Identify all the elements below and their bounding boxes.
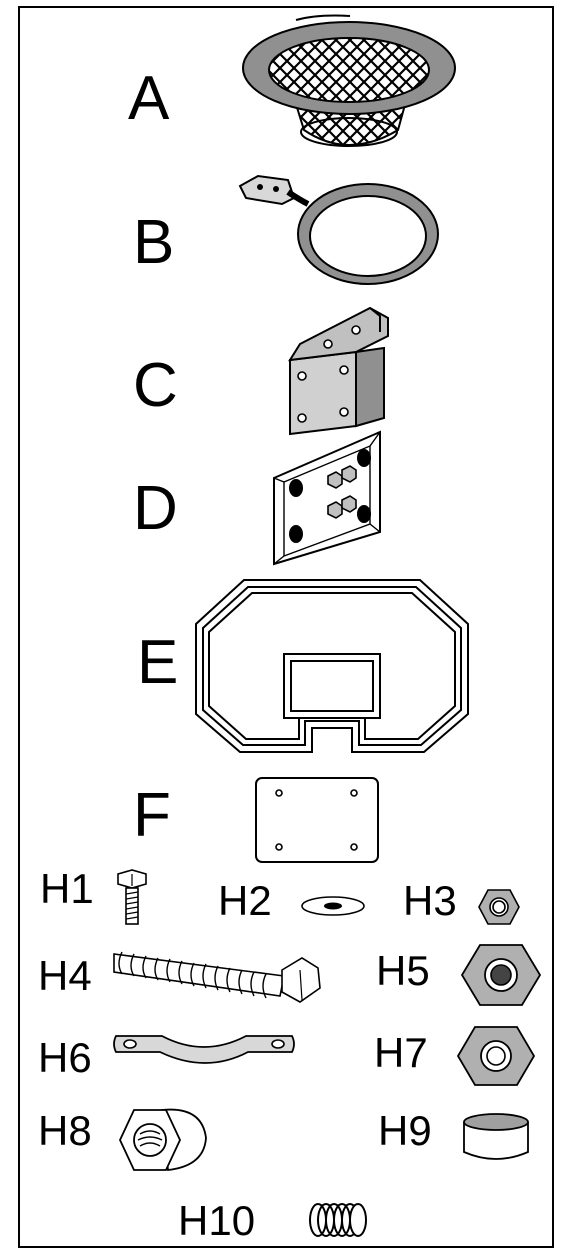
bracket-plate-icon — [284, 300, 394, 440]
hardware-label-h7: H7 — [374, 1032, 428, 1074]
hardware-label-h3: H3 — [403, 880, 457, 922]
cap-nut-icon — [118, 1104, 210, 1174]
part-label-a: A — [128, 68, 169, 130]
hardware-label-h1: H1 — [40, 868, 94, 910]
spring-icon — [306, 1200, 370, 1240]
hardware-label-h4: H4 — [38, 955, 92, 997]
hardware-label-h10: H10 — [178, 1200, 255, 1242]
hardware-label-h2: H2 — [218, 880, 272, 922]
hardware-label-h5: H5 — [376, 950, 430, 992]
hardware-label-h6: H6 — [38, 1037, 92, 1079]
part-label-c: C — [133, 355, 178, 417]
part-label-f: F — [133, 785, 171, 847]
end-cap-icon — [460, 1112, 532, 1164]
backboard-icon — [194, 578, 470, 756]
part-label-e: E — [137, 632, 178, 694]
bolt-icon — [112, 868, 152, 926]
part-label-d: D — [133, 478, 178, 540]
strap-clamp-icon — [112, 1030, 298, 1076]
net-basket-icon — [238, 12, 460, 160]
flat-plate-icon — [254, 776, 380, 864]
hex-nut-icon — [456, 1024, 536, 1088]
mounting-plate-icon — [270, 428, 400, 566]
long-bolt-icon — [110, 946, 324, 1008]
part-label-b: B — [133, 212, 174, 274]
rim-ring-icon — [236, 170, 442, 292]
hardware-label-h8: H8 — [38, 1110, 92, 1152]
washer-icon — [300, 894, 366, 918]
hardware-label-h9: H9 — [378, 1110, 432, 1152]
large-nut-icon — [460, 942, 542, 1008]
small-nut-icon — [478, 888, 520, 926]
